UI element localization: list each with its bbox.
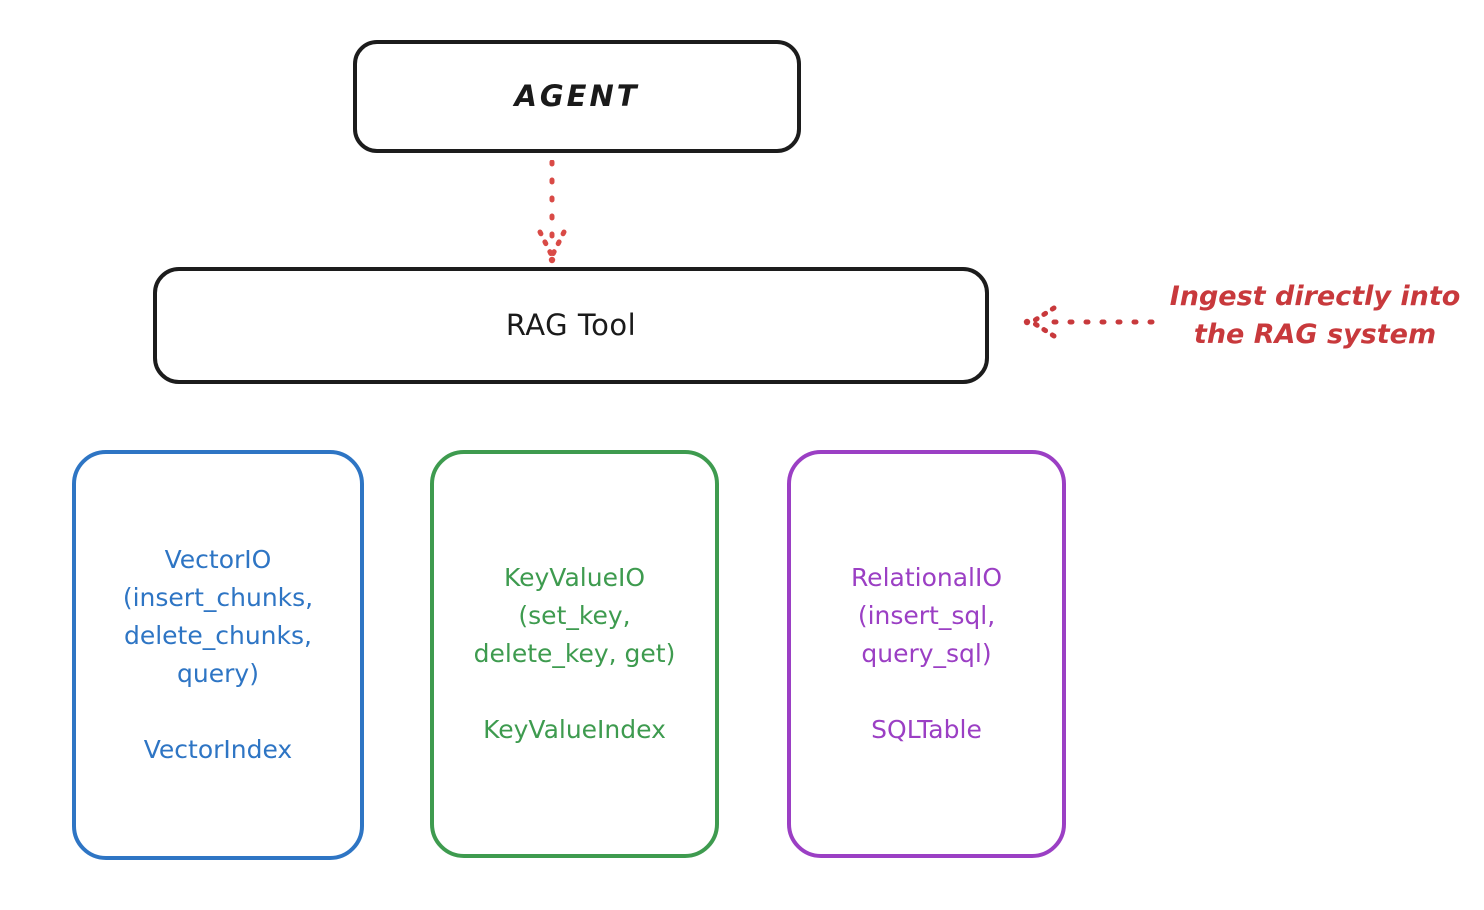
annotation-ingest-note: Ingest directly into the RAG system xyxy=(1169,281,1461,350)
ingest-arrowhead-top-wing xyxy=(1029,305,1057,325)
node-rag-tool-label: RAG Tool xyxy=(505,307,637,342)
arrowhead-tip xyxy=(548,256,556,264)
connector-agent-to-rag-tool xyxy=(537,160,567,264)
node-rag-tool[interactable]: RAG Tool xyxy=(153,267,989,384)
node-relational-io[interactable]: RelationalIO (insert_sql, query_sql) SQL… xyxy=(787,450,1066,858)
arrowhead-right-wing xyxy=(549,229,567,259)
node-relational-io-label: RelationalIO (insert_sql, query_sql) SQL… xyxy=(850,563,1003,744)
ingest-arrowhead-tip xyxy=(1023,318,1031,326)
node-agent[interactable]: AGENT xyxy=(353,40,801,153)
node-vector-io-label: VectorIO (insert_chunks, delete_chunks, … xyxy=(122,545,314,764)
arrowhead-left-wing xyxy=(537,229,555,259)
ingest-arrowhead-bottom-wing xyxy=(1029,319,1057,339)
connector-ingest-into-rag-icon xyxy=(1023,305,1155,339)
node-vector-io[interactable]: VectorIO (insert_chunks, delete_chunks, … xyxy=(72,450,364,860)
node-key-value-io-label: KeyValueIO (set_key, delete_key, get) Ke… xyxy=(473,563,676,744)
node-key-value-io[interactable]: KeyValueIO (set_key, delete_key, get) Ke… xyxy=(430,450,719,858)
node-agent-label: AGENT xyxy=(514,78,640,113)
